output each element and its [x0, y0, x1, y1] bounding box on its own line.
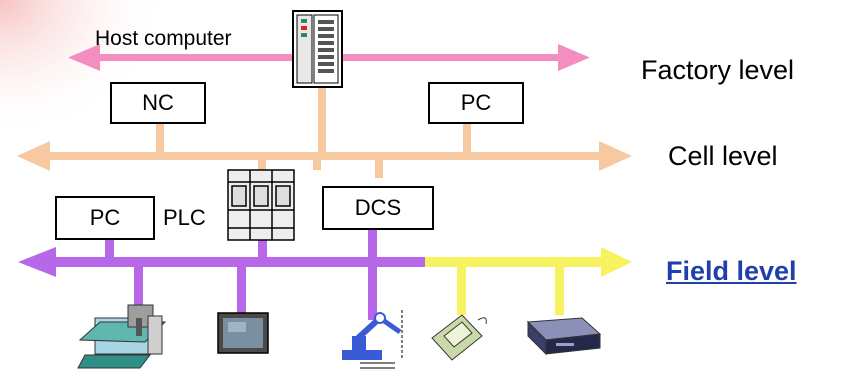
plc-label: PLC [163, 205, 206, 230]
monitor-icon [217, 312, 269, 354]
pc-cell-box: PC [428, 82, 524, 124]
host-computer-label: Host computer [95, 27, 232, 50]
field-connectors [105, 228, 564, 320]
machine-tool-icon [77, 304, 167, 369]
field-level-link[interactable]: Field level [666, 256, 797, 286]
handheld-device-icon [431, 314, 487, 361]
factory-level-label: Factory level [641, 55, 795, 85]
cell-bus [17, 141, 632, 171]
cell-level-label: Cell level [668, 141, 778, 171]
network-device-icon [526, 317, 602, 356]
dcs-box: DCS [322, 186, 434, 230]
robot-arm-icon [342, 310, 403, 369]
nc-box: NC [110, 82, 206, 124]
pc-field-box: PC [55, 196, 155, 240]
field-bus [18, 247, 632, 277]
cell-connectors [156, 86, 471, 178]
plc-rack-icon [227, 169, 295, 241]
server-icon [292, 10, 343, 88]
